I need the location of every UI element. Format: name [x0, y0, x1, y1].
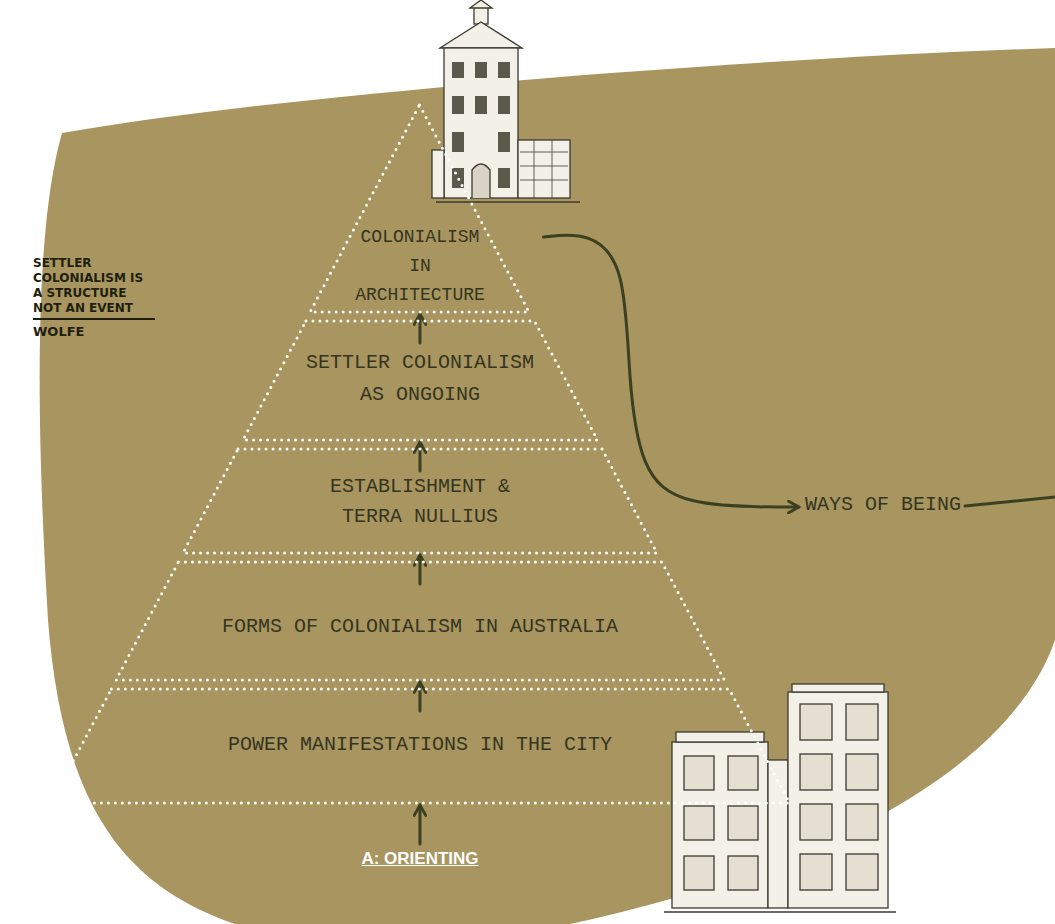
band-label: ESTABLISHMENT & TERRA NULLIUS — [325, 472, 515, 532]
pyramid-band: COLONIALISM IN ARCHITECTURE — [310, 105, 529, 312]
continuation-line — [965, 497, 1055, 506]
house-window — [728, 806, 758, 840]
dotted-outline — [310, 105, 529, 312]
band-label: SETTLER COLONIALISM AS ONGOING — [300, 347, 540, 411]
section-title: A: ORIENTING — [361, 848, 478, 870]
band-outline — [243, 321, 597, 440]
outcome-label: WAYS OF BEING — [803, 491, 963, 519]
house-window — [728, 756, 758, 790]
gate-pier — [432, 150, 444, 198]
house-window — [846, 804, 878, 840]
house-right — [788, 692, 888, 908]
street-line — [664, 911, 896, 912]
band-outline — [183, 449, 657, 553]
band-label: POWER MANIFESTATIONS IN THE CITY — [228, 729, 612, 761]
pyramid-band: SETTLER COLONIALISM AS ONGOING — [243, 321, 597, 440]
parapet — [676, 732, 764, 742]
door — [472, 164, 490, 198]
band-label: COLONIALISM IN ARCHITECTURE — [350, 223, 490, 310]
dotted-outline — [243, 321, 597, 440]
flow-arrow — [418, 805, 421, 844]
band-label: FORMS OF COLONIALISM IN AUSTRALIA — [222, 611, 618, 643]
house-window — [846, 854, 878, 890]
pyramid-band: ESTABLISHMENT & TERRA NULLIUS — [183, 449, 657, 553]
georgian-building — [432, 0, 580, 202]
dotted-outline — [116, 562, 724, 680]
flow-arrow — [418, 682, 421, 711]
house-window — [846, 754, 878, 790]
band-outline — [310, 105, 529, 312]
house-middle — [768, 760, 788, 908]
outcome-node: WAYS OF BEING — [803, 491, 963, 519]
olive-blob — [40, 48, 1055, 924]
facade — [444, 48, 518, 198]
wall — [518, 140, 570, 198]
flow-arrow — [543, 235, 799, 507]
citation-note: WOLFE — [33, 324, 155, 342]
house-window — [800, 804, 832, 840]
house-window — [846, 704, 878, 740]
ground-line — [436, 201, 580, 202]
flow-arrow — [418, 442, 421, 471]
handwritten-note: SETTLER COLONIALISM IS A STRUCTURE NOT A… — [33, 256, 155, 320]
house-left — [672, 742, 768, 908]
house-window — [684, 756, 714, 790]
dotted-outline — [51, 689, 789, 803]
house-window — [684, 856, 714, 890]
wall-stones — [520, 140, 568, 198]
windows — [452, 62, 510, 188]
dotted-outline — [183, 449, 657, 553]
pediment — [440, 22, 522, 48]
pyramid-band: FORMS OF COLONIALISM IN AUSTRALIA — [116, 562, 724, 680]
house-window — [800, 754, 832, 790]
cornice — [792, 684, 884, 692]
house-window — [800, 854, 832, 890]
flow-arrow — [418, 314, 421, 343]
section-label: A: ORIENTING — [361, 848, 478, 870]
pyramid-band: POWER MANIFESTATIONS IN THE CITY — [51, 689, 789, 803]
house-window — [684, 806, 714, 840]
terrace-houses — [664, 684, 896, 912]
flow-arrow — [418, 555, 421, 584]
house-windows — [684, 704, 878, 890]
house-window — [800, 704, 832, 740]
cupola-roof — [470, 0, 492, 8]
house-window — [728, 856, 758, 890]
